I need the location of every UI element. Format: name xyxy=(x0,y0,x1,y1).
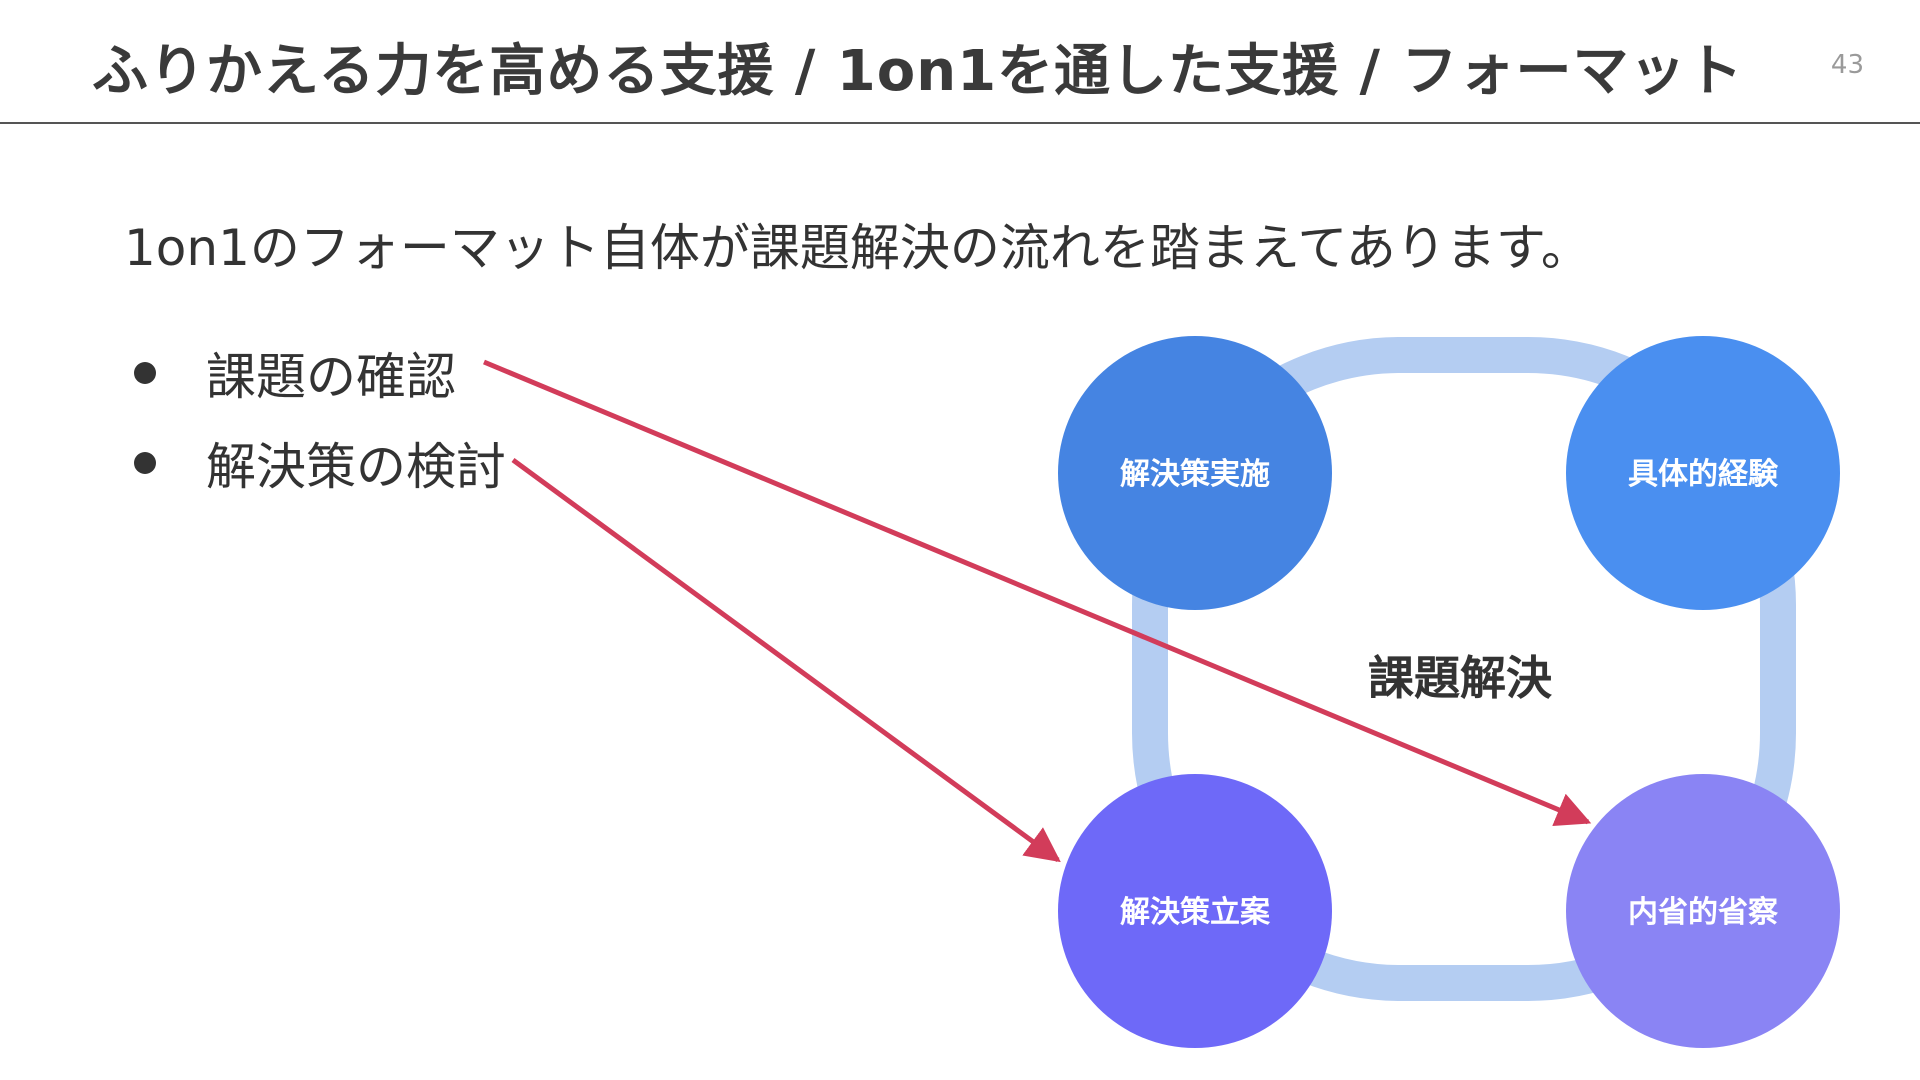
center-label: 課題解決 xyxy=(1368,651,1552,705)
node-solution-implementation: 解決策実施 xyxy=(1058,336,1332,610)
node-circle xyxy=(1058,336,1332,610)
node-reflective-observation: 内省的省察 xyxy=(1566,774,1840,1048)
bullet-label: 解決策の検討 xyxy=(206,438,506,496)
arrow-issue-check-to-reflection xyxy=(483,359,1592,827)
node-solution-planning: 解決策立案 xyxy=(1058,774,1332,1048)
node-circle xyxy=(1566,336,1840,610)
title-divider xyxy=(0,122,1920,124)
node-concrete-experience: 具体的経験 xyxy=(1566,336,1840,610)
cycle-ring xyxy=(1132,337,1796,1001)
bullet-item-issue-check: 課題の確認 xyxy=(124,328,506,418)
page-title: ふりかえる力を高める支援 / 1on1を通した支援 / フォーマット xyxy=(92,39,1744,104)
node-label: 内省的省察 xyxy=(1628,895,1779,930)
bullet-list: 課題の確認 解決策の検討 xyxy=(124,328,506,508)
node-circle xyxy=(1566,774,1840,1048)
bullet-dot-icon xyxy=(134,362,156,384)
bullet-dot-icon xyxy=(134,452,156,474)
lead-text: 1on1のフォーマット自体が課題解決の流れを踏まえてあります。 xyxy=(124,219,1591,277)
node-circle xyxy=(1058,774,1332,1048)
node-label: 解決策立案 xyxy=(1120,895,1271,930)
arrow-solution-review-to-planning xyxy=(511,457,1061,863)
page-number: 43 xyxy=(1830,50,1864,80)
bullet-label: 課題の確認 xyxy=(206,348,456,406)
bullet-item-solution-review: 解決策の検討 xyxy=(124,418,506,508)
node-label: 具体的経験 xyxy=(1628,457,1779,492)
node-label: 解決策実施 xyxy=(1120,457,1270,492)
